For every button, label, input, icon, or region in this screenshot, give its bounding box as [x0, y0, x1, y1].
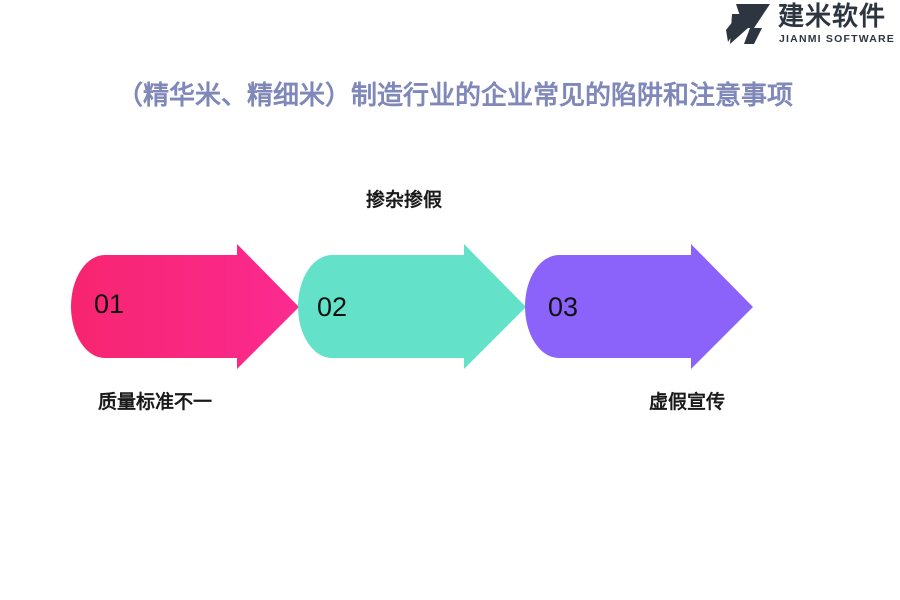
step-label-02: 掺杂掺假 — [366, 189, 443, 211]
step-number-03: 03 — [548, 292, 579, 322]
step-number-01: 01 — [94, 289, 125, 319]
step-label-03: 虚假宣传 — [649, 391, 726, 413]
arrow-02 — [298, 244, 526, 369]
page-title: （精华米、精细米）制造行业的企业常见的陷阱和注意事项 — [116, 81, 793, 111]
jianmi-logo-icon — [726, 4, 770, 44]
step-number-02: 02 — [317, 292, 348, 322]
arrow-01 — [71, 244, 299, 369]
arrow-03 — [525, 244, 753, 369]
step-label-01: 质量标准不一 — [98, 391, 213, 413]
brand-name-en: JIANMI SOFTWARE — [779, 33, 896, 45]
brand-name-cn: 建米软件 — [778, 2, 887, 32]
brand-logo: 建米软件 JIANMI SOFTWARE — [724, 2, 900, 46]
